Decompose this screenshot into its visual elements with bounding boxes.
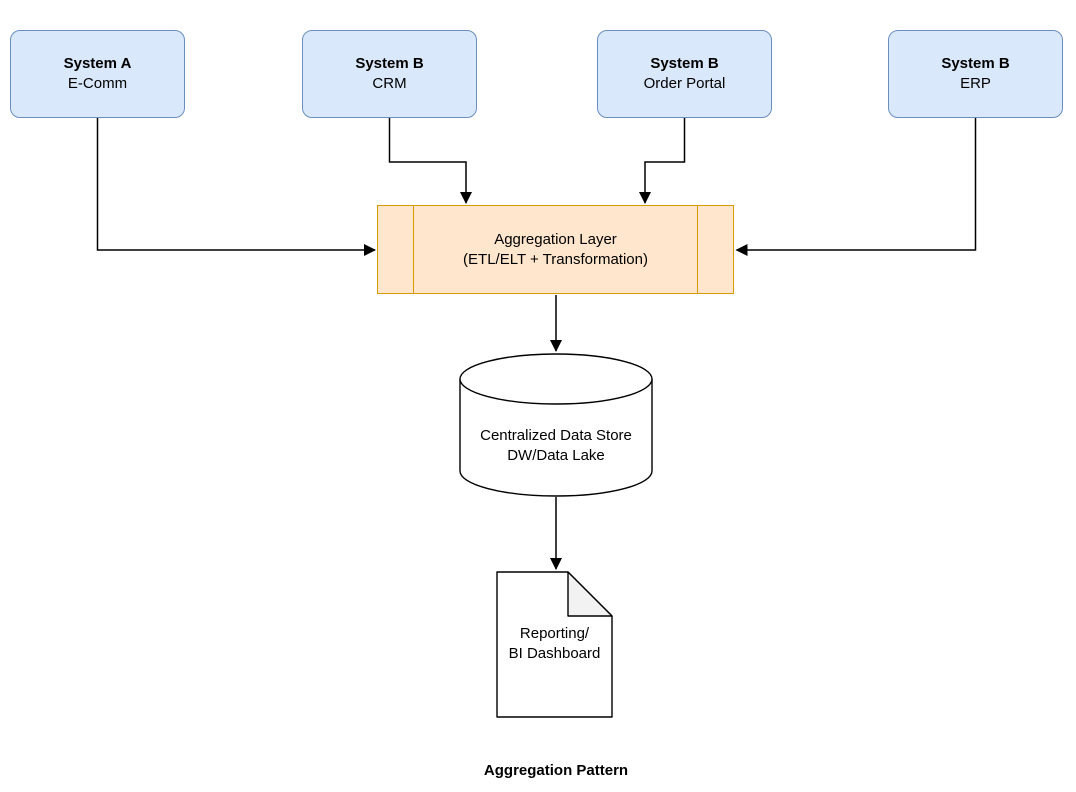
edge-crm-to-aggregation [388, 118, 472, 204]
reporting-label: Reporting/ BI Dashboard [496, 624, 613, 664]
datastore-line2: DW/Data Lake [507, 447, 605, 464]
node-subtitle: ERP [960, 75, 991, 92]
node-system-b-order-portal[interactable]: System B Order Portal [597, 30, 772, 118]
node-datastore-cylinder[interactable] [459, 353, 653, 497]
edge-order-portal-to-aggregation [639, 118, 686, 204]
node-system-b-erp[interactable]: System B ERP [888, 30, 1063, 118]
reporting-line2: BI Dashboard [508, 645, 601, 662]
aggregation-line2: (ETL/ELT + Transformation) [463, 250, 648, 268]
aggregation-line1: Aggregation Layer [494, 230, 617, 248]
edge-erp-to-aggregation [735, 118, 977, 256]
cylinder-top-shape [459, 353, 653, 405]
node-title: System B [355, 55, 424, 72]
cylinder-body-shape [459, 379, 653, 497]
datastore-line1: Centralized Data Store [480, 427, 632, 444]
node-subtitle: Order Portal [643, 75, 726, 92]
process-bar-right [697, 206, 698, 293]
node-title: System A [63, 55, 132, 72]
node-subtitle: E-Comm [67, 75, 128, 92]
node-reporting-document[interactable] [496, 571, 613, 718]
node-title: System B [650, 55, 719, 72]
node-system-a-ecomm[interactable]: System A E-Comm [10, 30, 185, 118]
process-bar-left [413, 206, 414, 293]
node-aggregation-layer[interactable]: Aggregation Layer (ETL/ELT + Transformat… [377, 205, 734, 294]
datastore-label: Centralized Data Store DW/Data Lake [459, 426, 653, 466]
node-subtitle: CRM [372, 75, 407, 92]
reporting-line1: Reporting/ [519, 625, 590, 642]
document-fold-corner [567, 571, 613, 617]
edge-system-a-to-aggregation [96, 118, 376, 256]
diagram-caption: Aggregation Pattern [483, 762, 629, 779]
node-system-b-crm[interactable]: System B CRM [302, 30, 477, 118]
node-title: System B [941, 55, 1010, 72]
